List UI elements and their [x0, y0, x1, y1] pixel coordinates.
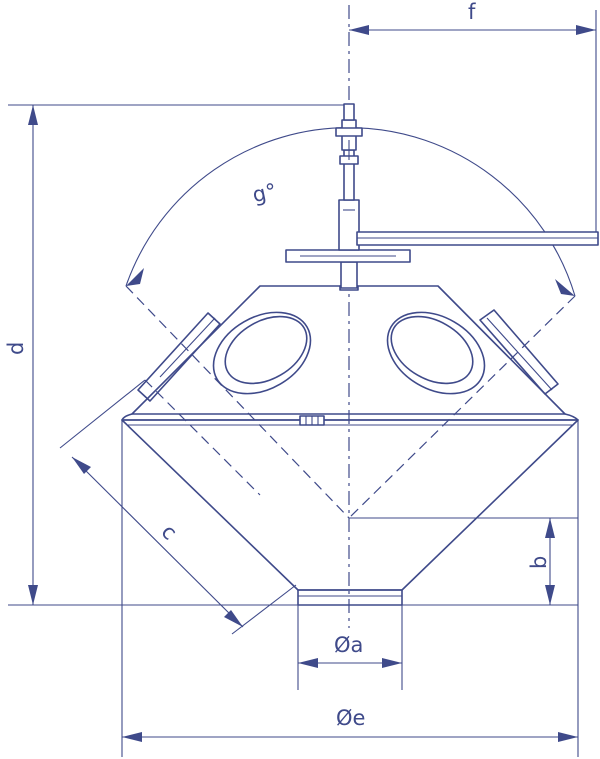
guide-line-right-axis	[348, 295, 576, 519]
dim-d-arrow-bottom	[28, 585, 38, 605]
dim-b-arrow-bottom	[545, 585, 555, 605]
side-nozzle-left	[137, 312, 221, 402]
rim-left	[121, 413, 133, 421]
dim-d-label: d	[4, 342, 28, 355]
dim-d-arrow-top	[28, 105, 38, 125]
angle-arrow-left	[126, 268, 144, 286]
inlet-port-left	[212, 311, 312, 395]
dim-c-line	[71, 456, 244, 628]
dim-c-arrow-bottom	[224, 610, 243, 627]
dim-a-arrow-left	[298, 658, 318, 668]
dim-e-arrow-left	[122, 732, 142, 742]
side-nozzle-right	[479, 309, 559, 395]
drive-shaft-assembly	[285, 103, 411, 291]
dim-a-arrow-right	[382, 658, 402, 668]
guide-line-left-c	[144, 379, 261, 496]
dim-a-label: Øa	[334, 633, 363, 657]
dim-e-arrow-right	[558, 732, 578, 742]
dim-f-label: f	[468, 0, 476, 24]
rim-fitting	[299, 415, 325, 426]
dim-b-arrow-top	[545, 518, 555, 538]
dim-f-arrow-left	[349, 25, 369, 35]
dim-c-ext-top	[59, 379, 146, 449]
rim-right	[564, 413, 579, 421]
outlet-flange	[297, 589, 403, 606]
angle-label: g°	[250, 179, 278, 207]
guide-line-left-axis	[125, 285, 350, 519]
dim-b-label: b	[527, 556, 551, 569]
lower-cone	[121, 419, 579, 591]
dim-e-label: Øe	[336, 706, 365, 730]
dim-f-arrow-right	[576, 25, 596, 35]
dim-c-arrow-top	[72, 457, 91, 474]
dim-c-ext-bottom	[231, 584, 297, 635]
dim-c-label: c	[157, 520, 182, 545]
lever-arm	[356, 231, 599, 246]
angle-arrow-right	[555, 279, 575, 296]
inlet-port-right	[386, 311, 486, 395]
